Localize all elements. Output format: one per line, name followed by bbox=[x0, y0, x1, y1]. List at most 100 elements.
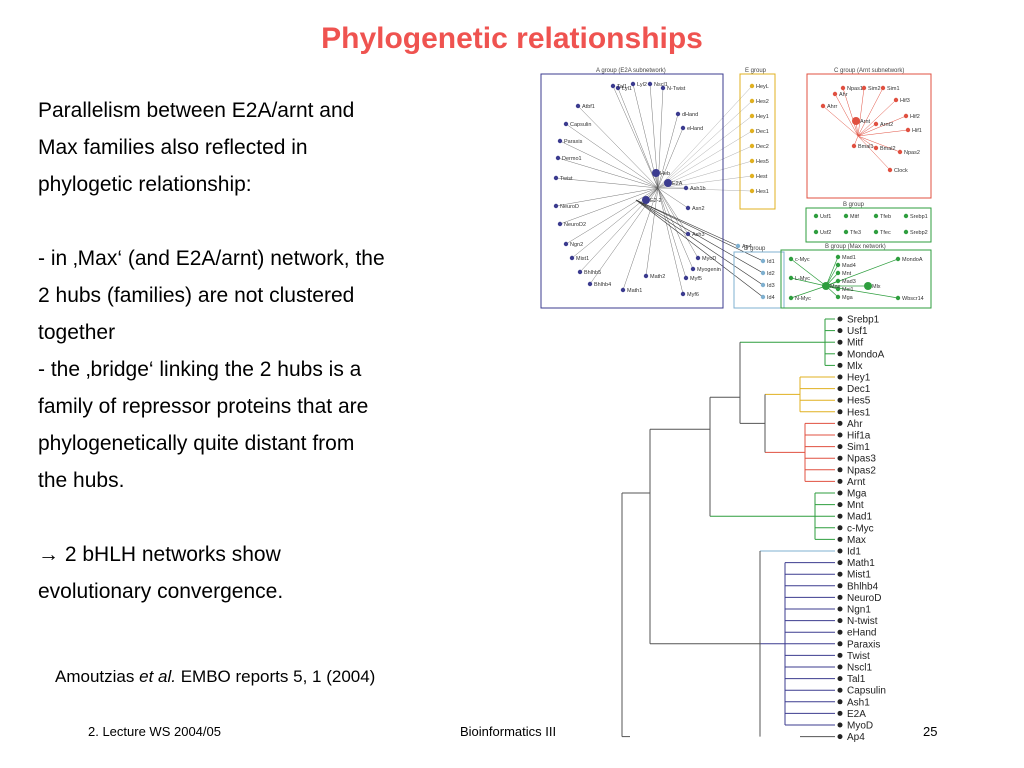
network-edge bbox=[857, 87, 884, 137]
group-box-a bbox=[540, 73, 724, 309]
network-node bbox=[685, 231, 691, 237]
network-node-label: Hes2 bbox=[756, 99, 769, 105]
network-node-label: Nscl1 bbox=[654, 82, 668, 88]
network-node-label: HeyL bbox=[756, 84, 769, 90]
network-edge bbox=[622, 187, 659, 291]
network-edge bbox=[565, 123, 659, 189]
network-node-label: Hey1 bbox=[756, 114, 769, 120]
network-edge bbox=[790, 277, 827, 287]
network-edge bbox=[617, 87, 659, 189]
network-node-label: eHand bbox=[687, 126, 703, 132]
network-node bbox=[749, 143, 755, 149]
tree-leaf-marker bbox=[837, 467, 843, 473]
network-node-label: Arnt2 bbox=[880, 122, 893, 128]
network-node-label: Hes5 bbox=[756, 159, 769, 165]
network-node bbox=[642, 196, 650, 204]
network-node-label: Hest bbox=[756, 174, 768, 180]
tree-leaf-marker bbox=[837, 397, 843, 403]
network-node bbox=[749, 158, 755, 164]
group-box-d bbox=[733, 251, 785, 309]
tree-leaf-marker bbox=[837, 490, 843, 496]
network-edge bbox=[635, 199, 764, 298]
network-node bbox=[893, 97, 899, 103]
network-edge bbox=[557, 157, 659, 189]
network-node-label: Mga bbox=[842, 295, 854, 301]
network-node bbox=[557, 221, 563, 227]
network-node-label: Hif1 bbox=[912, 128, 922, 134]
body-line: Max families also reflected in bbox=[38, 136, 308, 159]
network-edge bbox=[612, 85, 659, 189]
network-edge bbox=[834, 93, 859, 137]
network-node bbox=[873, 213, 879, 219]
network-node bbox=[683, 275, 689, 281]
network-node bbox=[903, 113, 909, 119]
network-node bbox=[895, 295, 901, 301]
tree-leaf-label: Ap4 bbox=[847, 732, 865, 743]
network-node-label: E2A bbox=[672, 181, 683, 187]
tree-leaf-marker bbox=[837, 734, 843, 740]
network-node bbox=[695, 255, 701, 261]
tree-leaf-marker bbox=[837, 664, 843, 670]
body-line: - the ‚bridge‘ linking the 2 hubs is a bbox=[38, 358, 362, 381]
body-line: evolutionary convergence. bbox=[38, 580, 284, 603]
network-node bbox=[690, 266, 696, 272]
network-node bbox=[835, 262, 841, 268]
tree-leaf-marker bbox=[837, 502, 843, 508]
network-node-label: Atbf1 bbox=[582, 104, 595, 110]
tree-leaf-marker bbox=[837, 536, 843, 542]
network-node-label: Math1 bbox=[627, 288, 642, 294]
network-node-label: Bmal2 bbox=[880, 146, 896, 152]
tree-leaf-marker bbox=[837, 629, 843, 635]
network-node bbox=[852, 117, 860, 125]
tree-leaf-label: MyoD bbox=[847, 721, 873, 732]
tree-leaf-label: Twist bbox=[847, 651, 870, 662]
tree-leaf-marker bbox=[837, 351, 843, 357]
tree-leaf-label: MondoA bbox=[847, 349, 885, 360]
tree-leaf-marker bbox=[837, 362, 843, 368]
citation-authors: Amoutzias bbox=[55, 667, 135, 686]
tree-leaf-label: c-Myc bbox=[847, 523, 874, 534]
network-node-label: Capsulin bbox=[570, 122, 591, 128]
tree-leaf-marker bbox=[837, 606, 843, 612]
network-node bbox=[851, 143, 857, 149]
network-edge bbox=[857, 115, 907, 137]
network-node-label: Ahr bbox=[839, 92, 848, 98]
network-node-label: Hif2 bbox=[910, 114, 920, 120]
network-node-label: Ngn2 bbox=[570, 242, 583, 248]
network-edge bbox=[857, 99, 897, 137]
network-node-label: Mnt bbox=[842, 271, 852, 277]
network-node-label: Mad1 bbox=[842, 255, 856, 261]
tree-branches bbox=[621, 318, 835, 738]
network-node bbox=[664, 179, 672, 187]
network-node bbox=[905, 127, 911, 133]
network-node bbox=[873, 145, 879, 151]
network-node-label: N-Myc bbox=[795, 296, 811, 302]
network-node bbox=[887, 167, 893, 173]
tree-leaf-label: Sim1 bbox=[847, 442, 870, 453]
network-node bbox=[840, 85, 846, 91]
tree-leaf-label: Npas2 bbox=[847, 465, 876, 476]
network-node bbox=[685, 205, 691, 211]
network-node bbox=[557, 138, 563, 144]
network-edge bbox=[645, 187, 659, 277]
tree-leaf-label: Hes5 bbox=[847, 396, 871, 407]
network-node-label: Ash1b bbox=[690, 186, 706, 192]
network-node-label: Dec1 bbox=[756, 129, 769, 135]
network-node-label: Mxi1 bbox=[842, 287, 854, 293]
network-node-label: Mad3 bbox=[842, 279, 856, 285]
network-node bbox=[760, 282, 766, 288]
network-edge bbox=[790, 258, 827, 287]
tree-leaf-marker bbox=[837, 525, 843, 531]
body-line: 2 hubs (families) are not clustered bbox=[38, 284, 355, 307]
network-node-label: Heb bbox=[660, 171, 670, 177]
group-box-c bbox=[806, 73, 932, 199]
body-line: Parallelism between E2A/arnt and bbox=[38, 99, 355, 122]
network-node-label: Hif3 bbox=[900, 98, 910, 104]
network-node-label: Npas1 bbox=[847, 86, 863, 92]
network-node bbox=[864, 282, 872, 290]
network-node bbox=[903, 229, 909, 235]
network-node-label: Sim1 bbox=[887, 86, 900, 92]
body-line: phylogetic relationship: bbox=[38, 173, 252, 196]
tree-leaf-marker bbox=[837, 409, 843, 415]
